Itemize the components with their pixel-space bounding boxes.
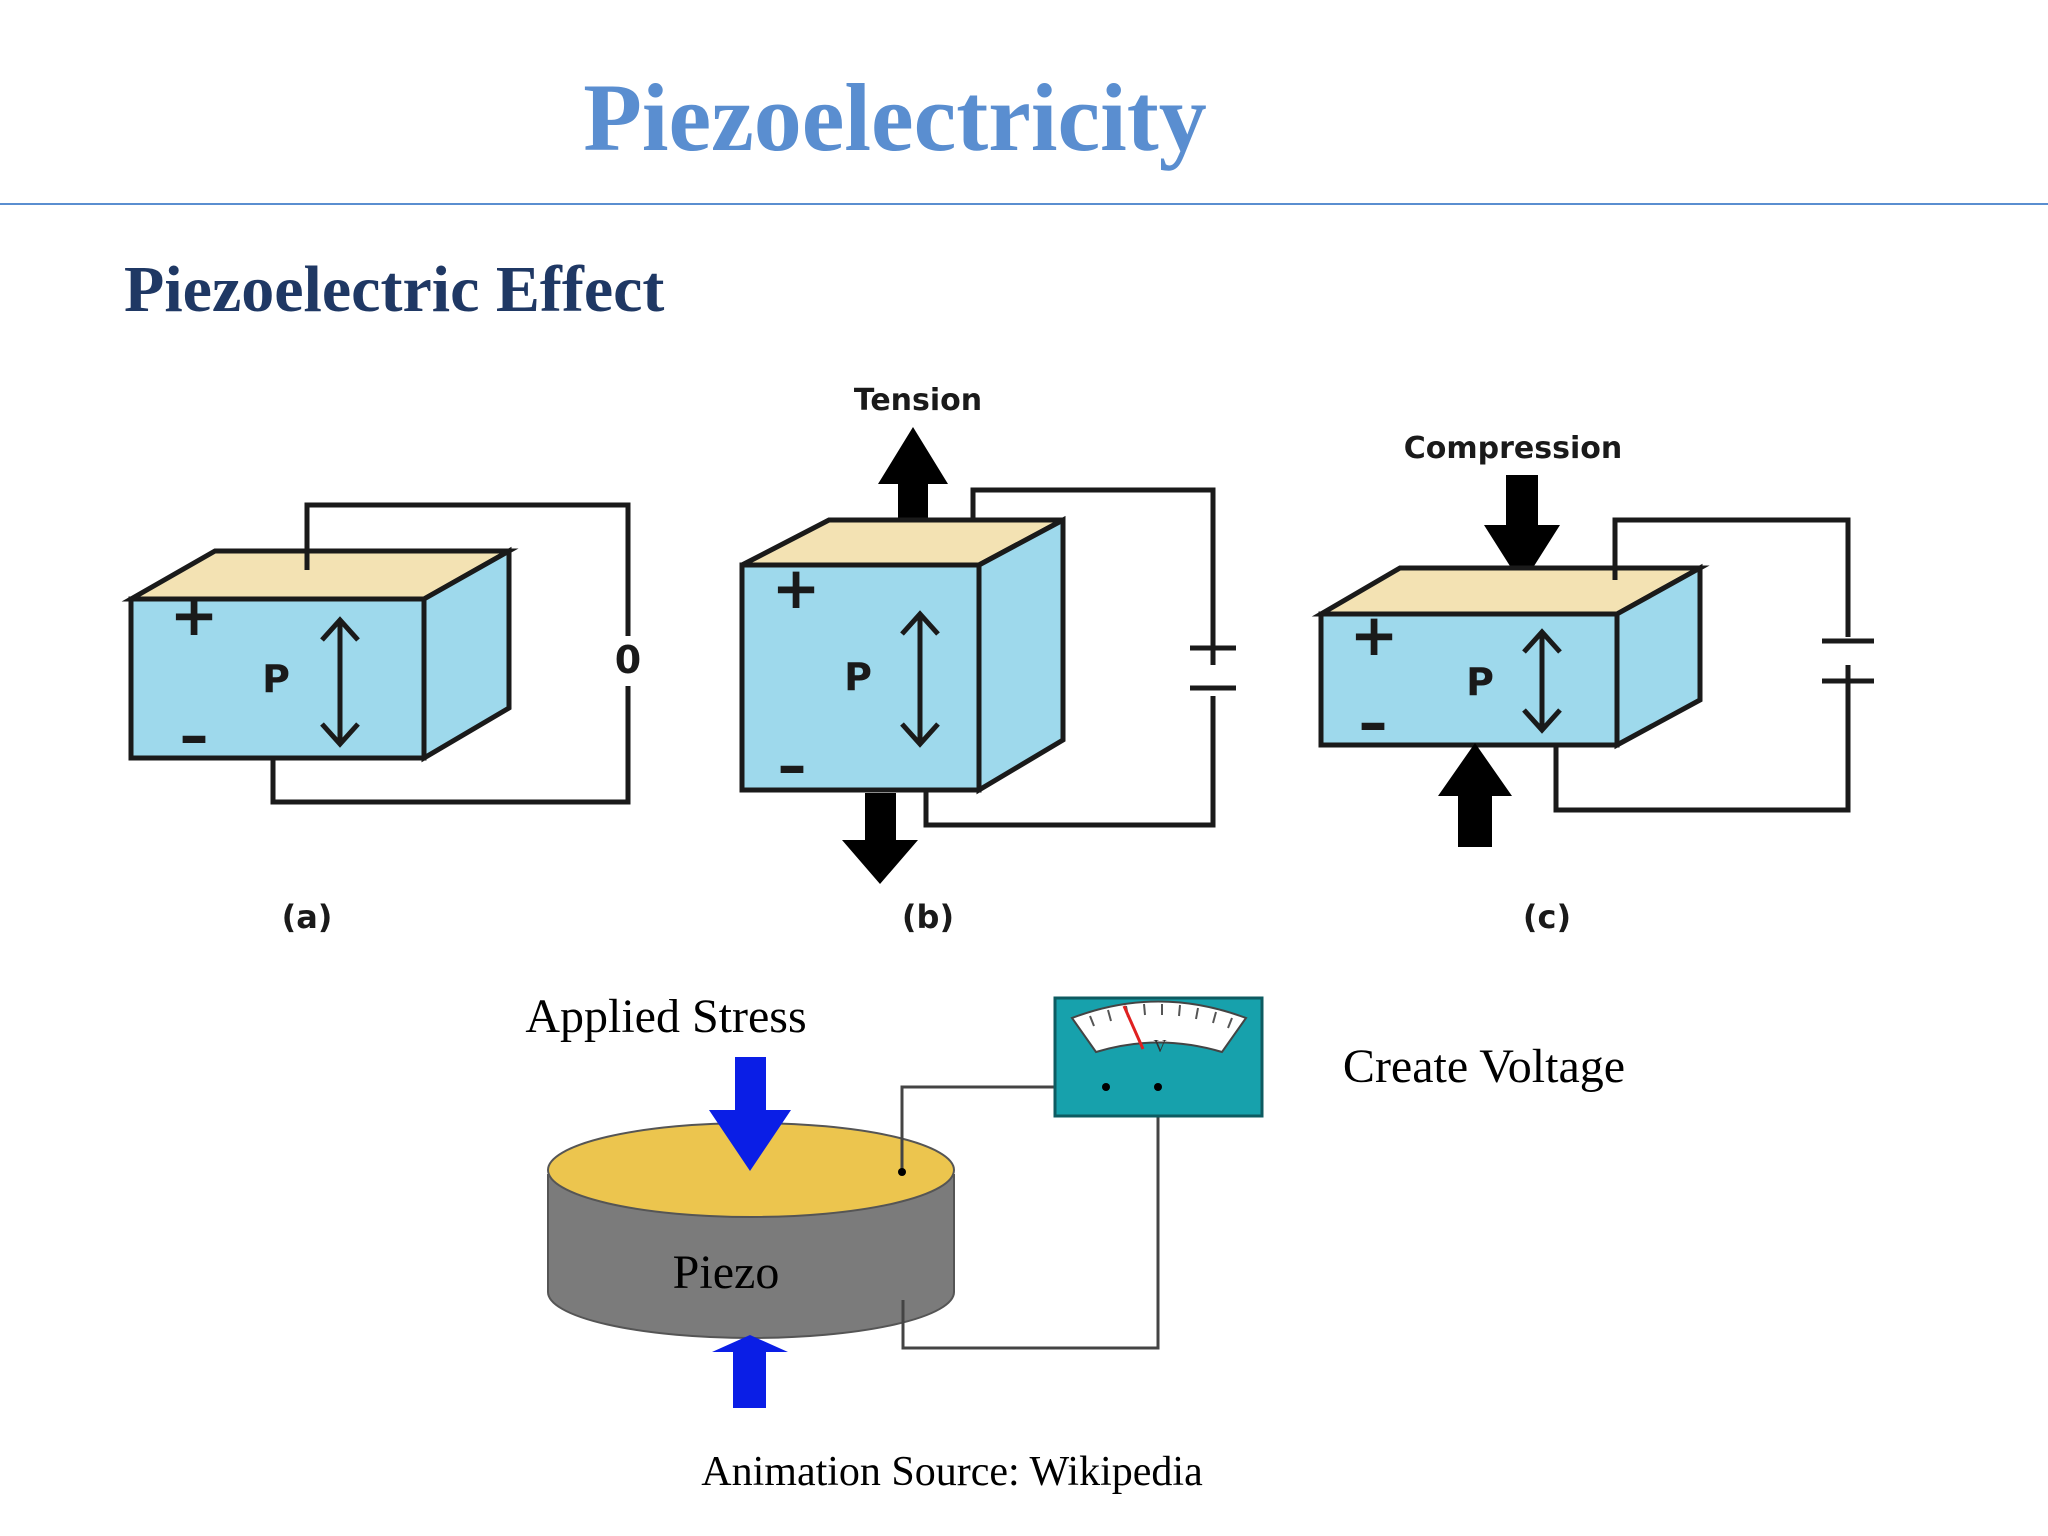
panel-b-caption: (b) [902,898,954,936]
panel-a-minus: – [180,701,209,769]
animation-source: Animation Source: Wikipedia [701,1449,1203,1495]
panel-c-crystal-front [1318,611,1620,748]
panel-b-plus: + [772,554,821,622]
piezo-disc-side [547,1174,955,1339]
panel-c-wire [1612,517,1851,637]
panel-b-battery-icon [1190,633,1236,691]
panel-b-tension-arrow-down [842,793,918,884]
panel-c-wire-bottom [1553,695,1851,813]
panel-b: Tension + – P (b) [739,383,1236,936]
piezo-disc-label: Piezo [673,1246,780,1299]
stress-arrow-top [709,1057,791,1171]
title-divider [0,203,2048,205]
panel-a-crystal-front [128,596,427,761]
panel-b-crystal-front [739,562,982,793]
panel-b-polarization-arrow [900,610,940,748]
panel-a-meter-gap [608,636,648,686]
slide-subtitle: Piezoelectric Effect [124,253,665,326]
panel-a-polarization-arrow [320,616,360,748]
voltmeter: V [1053,996,1264,1118]
circuit-wire-bottom [901,1087,1160,1350]
panel-c-polarization-arrow [1522,628,1562,734]
voltmeter-terminal-right [1154,1083,1162,1091]
panel-c-crystal-label: P [1466,660,1494,704]
applied-stress-label: Applied Stress [525,990,806,1043]
disc-terminal [898,1168,906,1176]
panel-b-tension-arrow-up [878,427,948,532]
slide-title: Piezoelectricity [583,64,1207,171]
panel-b-wire-bottom [923,696,1216,828]
panel-c-plus: + [1350,601,1399,669]
panel-c-compression-arrow-bottom [1438,743,1512,847]
panel-b-crystal-side [976,515,1066,795]
panel-b-wire [970,487,1216,644]
create-voltage-label: Create Voltage [1343,1040,1625,1093]
panel-a-crystal-label: P [262,657,290,701]
panel-a: + – P 0 (a) [121,502,648,936]
panel-c: Compression + – P (c) [1311,431,1874,936]
panel-a-plus: + [170,581,219,649]
circuit-wire-top [900,1085,1106,1172]
panel-b-crystal-label: P [844,655,872,699]
piezo-animation: Applied Stress Piezo [525,990,1625,1408]
panel-c-force-label: Compression [1404,431,1622,466]
panel-c-battery-icon [1822,638,1874,697]
voltmeter-dial [1070,1000,1248,1054]
panel-b-force-label: Tension [854,383,982,418]
panel-c-compression-arrow-top [1484,475,1560,585]
stress-arrow-bottom [712,1335,788,1408]
panel-c-minus: – [1359,688,1388,756]
voltmeter-needle [1122,1005,1145,1050]
voltmeter-ticks [1089,1003,1233,1029]
voltmeter-symbol: V [1154,1036,1167,1056]
panel-a-caption: (a) [282,898,333,936]
panel-b-minus: – [778,731,807,799]
panel-c-caption: (c) [1523,898,1571,936]
panel-a-meter-reading: 0 [615,638,641,682]
voltmeter-terminal-left [1102,1083,1110,1091]
